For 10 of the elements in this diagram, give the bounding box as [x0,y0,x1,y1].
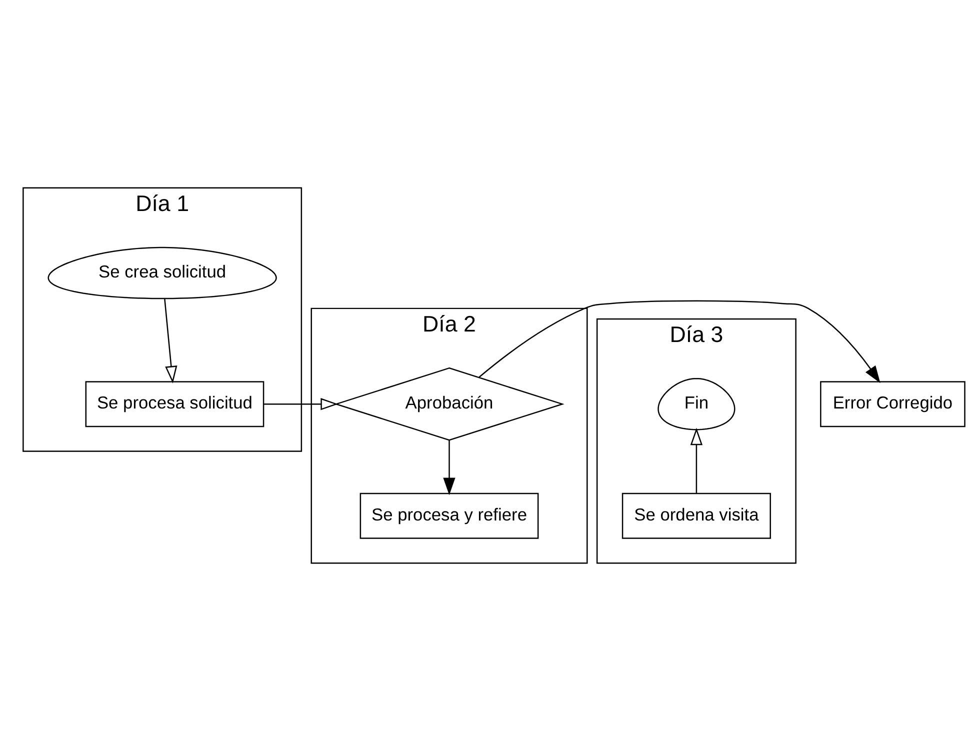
arrow [478,300,880,384]
arrow [690,428,703,494]
arrow [164,299,178,384]
node-box: Se procesa solicitud [85,381,264,428]
arrow [443,440,456,496]
node-diamond: Aprobación [334,367,564,441]
arrow [264,398,338,410]
node-box: Error Corregido [820,381,966,428]
node-box: Se ordena visita [622,492,771,539]
node-box: Se procesa y refiere [360,492,539,539]
